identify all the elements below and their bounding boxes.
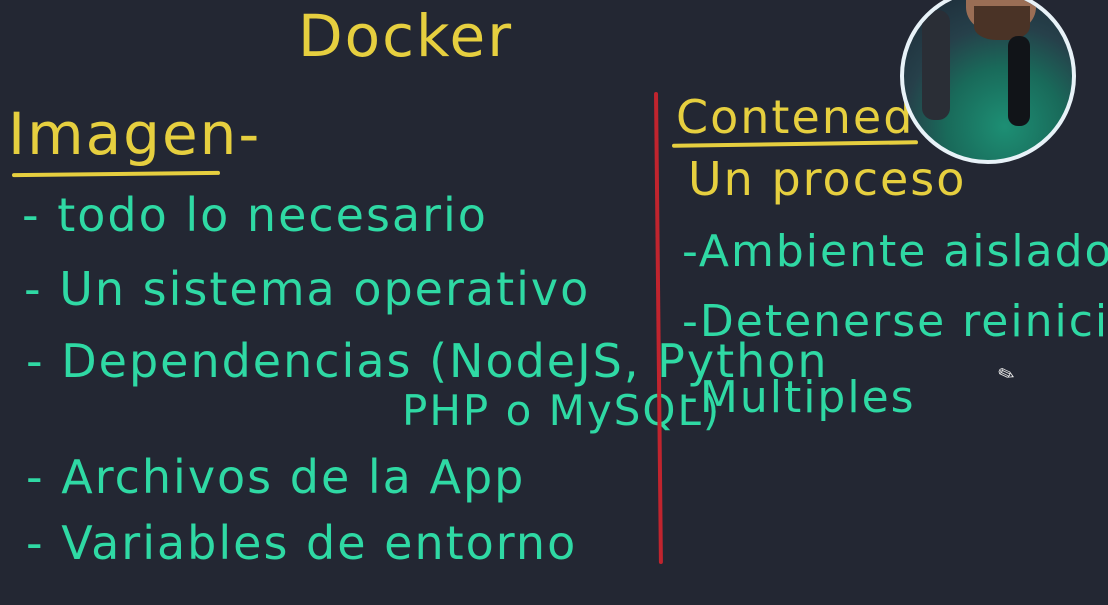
contenedor-item-ambiente-aislado: -Ambiente aislado (682, 226, 1108, 277)
contenedor-subheading: Un proceso (688, 152, 967, 206)
presenter-webcam (900, 0, 1076, 164)
imagen-item-sistema-operativo: - Un sistema operativo (24, 262, 591, 316)
contenedor-item-multiples: -Multiples (682, 372, 916, 423)
imagen-item-archivos-app: - Archivos de la App (26, 450, 526, 504)
imagen-heading: Imagen- (8, 100, 262, 168)
slide-title: Docker (298, 2, 514, 70)
imagen-item-variables-entorno: - Variables de entorno (26, 516, 578, 570)
imagen-item-dependencias: - Dependencias (NodeJS, Python (26, 334, 829, 388)
imagen-item-dependencias-cont: PHP o MySQL) (402, 386, 722, 435)
pen-cursor-icon: ✎ (994, 359, 1019, 389)
column-divider (654, 91, 663, 564)
microphone-icon (1008, 36, 1030, 126)
imagen-item-todo-lo-necesario: - todo lo necesario (22, 188, 488, 242)
presenter-beard (974, 6, 1030, 40)
contenedor-item-detenerse-reiniciar: -Detenerse reiniciar (682, 296, 1108, 347)
imagen-heading-underline (11, 170, 221, 178)
chair-shape (922, 10, 950, 120)
